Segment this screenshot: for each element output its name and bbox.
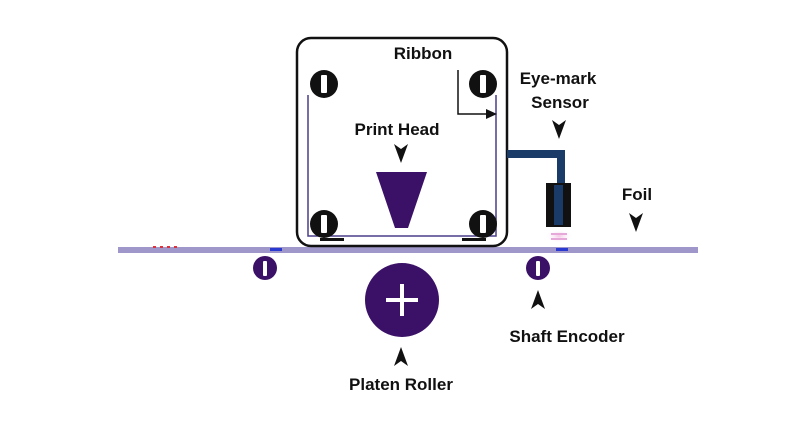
sensor-beam-line-2 xyxy=(551,238,567,240)
ribbon-guide-left xyxy=(320,238,344,241)
label-shaft-encoder: Shaft Encoder xyxy=(509,327,625,346)
label-print-head: Print Head xyxy=(354,120,439,139)
spool-bottom-right xyxy=(469,210,497,238)
sensor-core xyxy=(554,185,563,225)
ribbon-path xyxy=(307,95,497,237)
sensor-beam-line xyxy=(551,233,567,235)
foil-strip xyxy=(118,247,698,253)
spool-bottom-left xyxy=(310,210,338,238)
eye-mark-left xyxy=(270,248,282,251)
spool-top-left xyxy=(310,70,338,98)
foil-arrowhead-icon xyxy=(629,213,643,232)
ribbon-cassette xyxy=(295,36,509,248)
spool-top-right xyxy=(469,70,497,98)
label-ribbon: Ribbon xyxy=(394,44,453,63)
platen-arrowhead-icon xyxy=(394,347,408,366)
ribbon-guide-right xyxy=(462,238,486,241)
ribbon-arrow-line xyxy=(457,70,488,115)
eye-mark-right xyxy=(556,248,568,251)
sensor-bracket xyxy=(507,150,565,186)
platen-roller xyxy=(365,263,439,337)
ribbon-arrowhead-icon xyxy=(486,109,497,119)
label-eye-mark-line1: Eye-mark xyxy=(520,69,597,88)
label-platen-roller: Platen Roller xyxy=(349,375,453,394)
sensor-arrowhead-icon xyxy=(552,120,566,139)
idler-roller xyxy=(253,256,277,280)
shaft-encoder-arrowhead-icon xyxy=(531,290,545,309)
label-eye-mark-line2: Sensor xyxy=(531,93,589,112)
sensor-beam xyxy=(545,229,573,243)
shaft-encoder-roller xyxy=(526,256,550,280)
print-head xyxy=(376,172,427,228)
print-head-arrowhead-icon xyxy=(394,144,408,163)
foil-leading-dots xyxy=(153,246,177,248)
label-foil: Foil xyxy=(622,185,652,204)
